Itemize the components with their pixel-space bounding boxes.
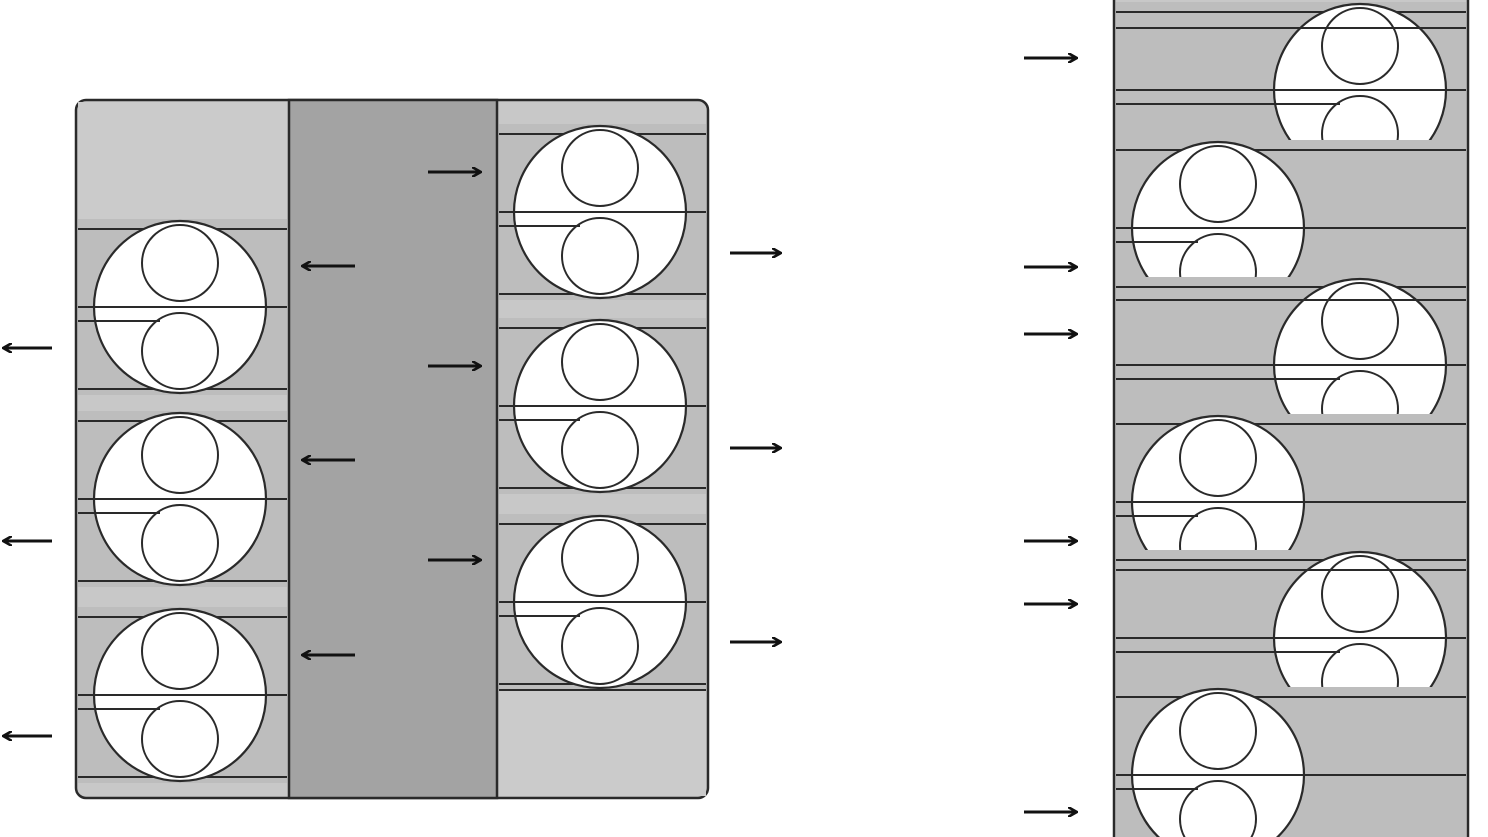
left-column-top-panel — [78, 102, 287, 220]
right-diag-inner-circle-top — [1321, 282, 1399, 360]
right-diag-inner-circle-top — [1321, 7, 1399, 85]
right-diagram-units — [1116, 2, 1466, 837]
right-diag-unit — [1116, 687, 1466, 837]
right-col-inner-circle-top — [561, 519, 639, 597]
right-column-bottom-panel — [499, 690, 706, 796]
left-col-inner-circle-top — [141, 224, 219, 302]
right-col-inner-circle-bottom — [561, 607, 639, 685]
right-col-unit — [499, 124, 706, 300]
left-col-unit — [78, 411, 287, 587]
left-column-units — [78, 102, 287, 783]
right-diag-inner-circle-top — [1179, 692, 1257, 770]
left-col-inner-circle-bottom — [141, 504, 219, 582]
right-col-inner-circle-top — [561, 129, 639, 207]
right-diag-inner-circle-top — [1179, 145, 1257, 223]
right-diag-inner-circle-top — [1179, 419, 1257, 497]
left-col-inner-circle-bottom — [141, 312, 219, 390]
right-col-unit — [499, 514, 706, 690]
right-diagram-arrows — [1024, 58, 1076, 812]
left-col-inner-circle-top — [141, 612, 219, 690]
right-col-inner-circle-bottom — [561, 411, 639, 489]
right-column-units — [499, 124, 706, 796]
right-diag-inner-circle-bottom — [1179, 780, 1257, 837]
left-col-inner-circle-bottom — [141, 700, 219, 778]
right-diag-unit — [1116, 550, 1466, 726]
left-col-unit — [78, 219, 287, 395]
left-diagram — [4, 98, 780, 800]
left-col-unit — [78, 607, 287, 783]
right-diagram — [1024, 0, 1470, 837]
left-diagram-arrows — [4, 172, 780, 736]
right-col-inner-circle-bottom — [561, 217, 639, 295]
core-channel — [287, 98, 499, 800]
left-col-inner-circle-top — [141, 416, 219, 494]
right-col-inner-circle-top — [561, 323, 639, 401]
right-col-unit — [499, 318, 706, 494]
right-diag-inner-circle-top — [1321, 555, 1399, 633]
